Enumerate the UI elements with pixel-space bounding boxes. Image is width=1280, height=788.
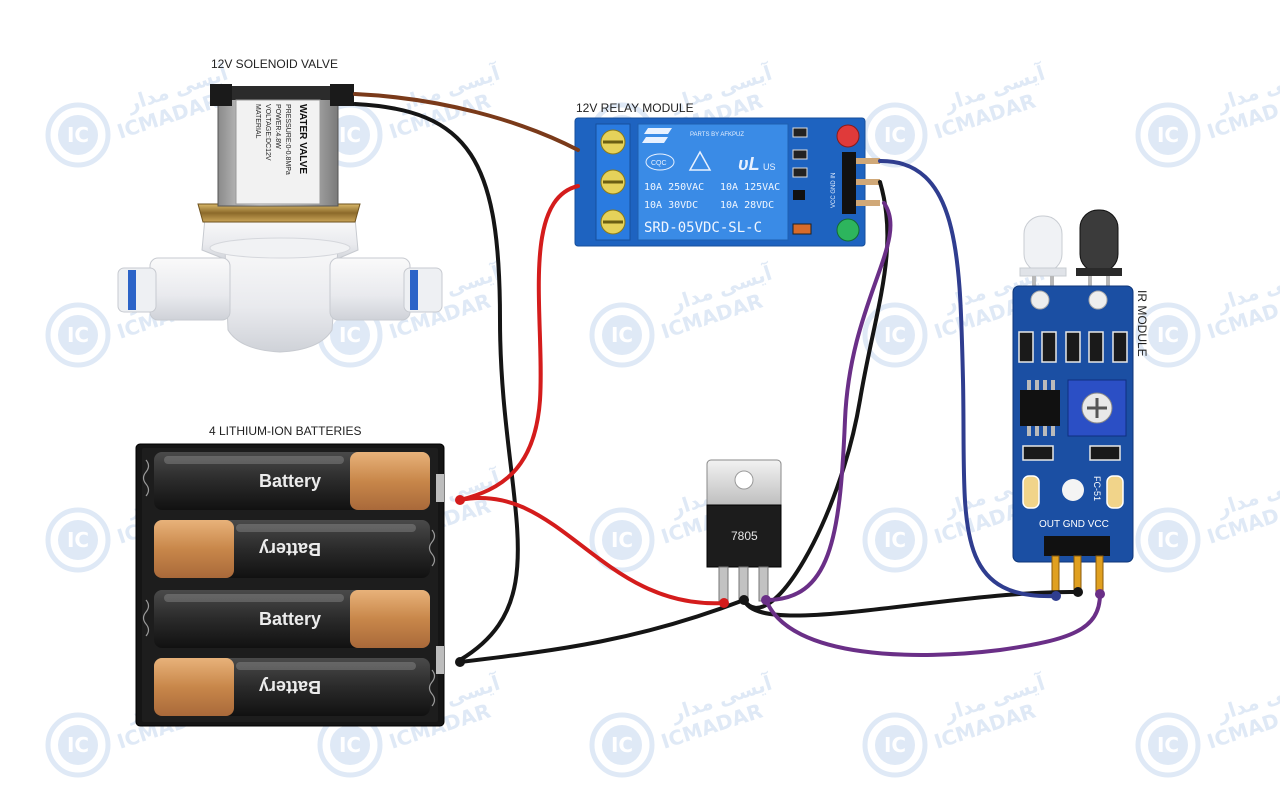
valve-face-line: PRESSURE:0-0.8MPa — [284, 104, 291, 175]
svg-text:IC: IC — [884, 123, 906, 147]
relay-rating: 10A 125VAC — [720, 182, 780, 193]
valve-face-title: WATER VALVE — [297, 104, 308, 174]
relay-us-mark: US — [763, 162, 776, 172]
ir-pin-labels: OUT GND VCC — [1039, 519, 1109, 530]
svg-text:IC: IC — [884, 733, 906, 757]
wire-black-battery-to-regulator — [458, 598, 746, 664]
battery-label: Battery — [259, 539, 321, 559]
solenoid-valve: WATER VALVE PRESSURE:0-0.8MPa POWER:4.8W… — [117, 84, 443, 353]
wire-blue-relay-in-to-ir-out — [878, 158, 1058, 599]
valve-face-text: WATER VALVE PRESSURE:0-0.8MPa POWER:4.8W… — [254, 104, 308, 175]
relay-rating: 10A 30VDC — [644, 200, 698, 211]
ir-model-label: FC-51 — [1092, 476, 1102, 501]
relay-model: SRD-05VDC-SL-C — [644, 220, 762, 236]
svg-text:IC: IC — [339, 733, 361, 757]
svg-text:IC: IC — [1157, 733, 1179, 757]
valve-face-line: VOLTAGE:DC12V — [264, 104, 271, 161]
svg-text:IC: IC — [884, 528, 906, 552]
battery-cell: Battery — [154, 520, 430, 578]
wire-brown-valve-to-relay — [353, 92, 580, 152]
regulator-part-number: 7805 — [731, 529, 758, 543]
ir-sensor-module: FC-51 OUT GND VCC — [1012, 209, 1134, 593]
relay-module-label: 12V RELAY MODULE — [576, 101, 694, 115]
solenoid-valve-label: 12V SOLENOID VALVE — [211, 57, 338, 71]
svg-text:IC: IC — [339, 323, 361, 347]
wire-black-valve-to-battery — [353, 102, 520, 662]
battery-label: Battery — [259, 471, 321, 491]
battery-cell: Battery — [154, 452, 430, 510]
svg-text:IC: IC — [611, 733, 633, 757]
relay-cqc-mark: CQC — [651, 160, 667, 167]
wire-purple-regulator-to-relay-vcc — [764, 201, 893, 602]
batteries-label: 4 LITHIUM-ION BATTERIES — [209, 424, 361, 438]
svg-text:IC: IC — [67, 733, 89, 757]
battery-label: Battery — [259, 677, 321, 697]
valve-face-line: MATERIAL — [254, 104, 261, 139]
wires — [353, 92, 1102, 664]
svg-text:IC: IC — [67, 323, 89, 347]
svg-text:IC: IC — [67, 123, 89, 147]
svg-text:IC: IC — [611, 528, 633, 552]
relay-ul-mark: ᴜL — [738, 154, 760, 174]
wire-red-relay-to-battery — [458, 184, 580, 502]
relay-pin-labels: VCC GND IN — [831, 173, 837, 208]
svg-text:IC: IC — [611, 323, 633, 347]
battery-cell: Battery — [154, 590, 430, 648]
battery-label: Battery — [259, 609, 321, 629]
relay-rating: 10A 28VDC — [720, 200, 774, 211]
wire-red-battery-to-regulator — [458, 496, 726, 606]
wire-junctions — [455, 495, 1105, 667]
svg-text:IC: IC — [1157, 123, 1179, 147]
voltage-regulator-7805: 7805 — [706, 459, 782, 602]
battery-cell: Battery — [154, 658, 430, 716]
svg-text:IC: IC — [339, 123, 361, 147]
svg-text:IC: IC — [1157, 528, 1179, 552]
ir-module-label: IR MODULE — [1135, 290, 1149, 357]
relay-module: PARTS BY AFKPUZ CQC ᴜL US 10A 250VAC 10A… — [574, 117, 880, 247]
svg-text:IC: IC — [884, 323, 906, 347]
svg-text:IC: IC — [67, 528, 89, 552]
relay-rating: 10A 250VAC — [644, 182, 704, 193]
svg-text:IC: IC — [1157, 323, 1179, 347]
valve-face-line: POWER:4.8W — [274, 104, 281, 149]
relay-screw-terminals — [600, 129, 626, 235]
wire-purple-regulator-to-ir-vcc — [764, 592, 1102, 657]
relay-brand: PARTS BY AFKPUZ — [690, 132, 744, 138]
